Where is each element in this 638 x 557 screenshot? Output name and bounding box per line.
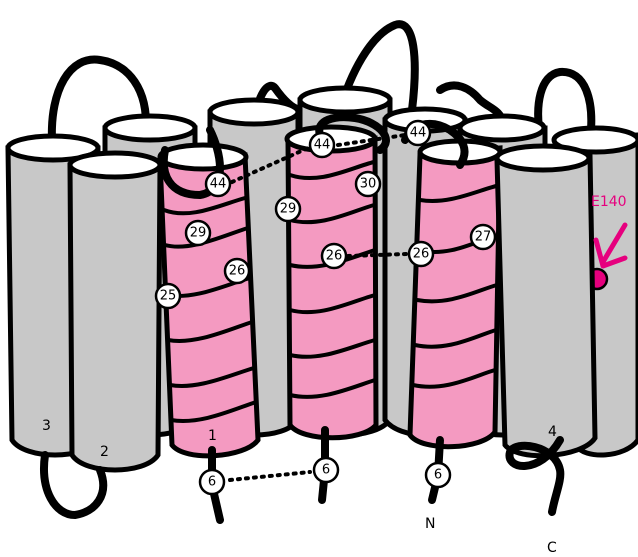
helix-1-label: 1 [208, 428, 217, 444]
residue-hm-30: 30 [356, 172, 380, 196]
svg-text:25: 25 [160, 289, 177, 304]
residue-h1-44: 44 [206, 172, 230, 196]
residue-hr-27: 27 [471, 225, 495, 249]
residue-hm-26: 26 [322, 244, 346, 268]
residue-hm-6: 6 [314, 458, 338, 482]
residue-hm-29: 29 [276, 197, 300, 221]
svg-text:6: 6 [208, 475, 216, 490]
residue-h1-29: 29 [186, 221, 210, 245]
helix-right-pink [410, 141, 500, 447]
helix-4: 4 [497, 146, 595, 456]
residue-h1-26: 26 [225, 259, 249, 283]
svg-text:26: 26 [229, 264, 246, 279]
svg-text:30: 30 [360, 177, 377, 192]
svg-text:6: 6 [322, 463, 330, 478]
n-terminus-label: N [425, 516, 435, 532]
svg-text:29: 29 [280, 202, 297, 217]
svg-text:44: 44 [210, 177, 227, 192]
helix-2: 2 [70, 153, 160, 470]
residue-hr-6: 6 [426, 463, 450, 487]
svg-text:44: 44 [410, 126, 427, 141]
helix-4-label: 4 [548, 424, 557, 440]
residue-h1-6: 6 [200, 470, 224, 494]
svg-text:26: 26 [326, 249, 343, 264]
helix-2-label: 2 [100, 444, 109, 460]
c-terminal-tail [510, 440, 561, 512]
residue-hr-44: 44 [406, 121, 430, 145]
residue-h1-25: 25 [156, 284, 180, 308]
svg-text:27: 27 [475, 230, 492, 245]
svg-text:6: 6 [434, 468, 442, 483]
svg-text:26: 26 [413, 247, 430, 262]
residue-hr-26: 26 [409, 242, 433, 266]
e140-label: E140 [591, 194, 627, 210]
helix-3-label: 3 [42, 418, 51, 434]
svg-text:44: 44 [314, 138, 331, 153]
dotted-link-6 [230, 472, 310, 480]
svg-text:29: 29 [190, 226, 207, 241]
c-terminus-label: C [547, 540, 557, 556]
residue-hm-44: 44 [310, 133, 334, 157]
